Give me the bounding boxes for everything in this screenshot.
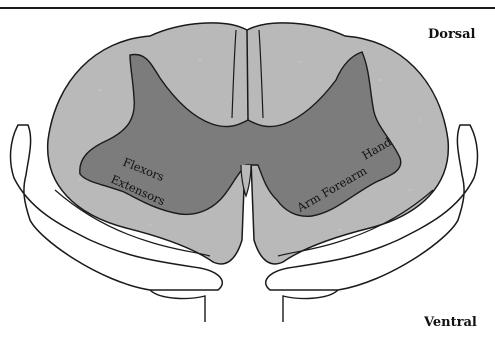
right-lower-stem [283,290,338,322]
dorsal-median-septum [247,30,248,120]
left-lower-stem [150,290,205,322]
ventral-label: Ventral [423,315,477,330]
dorsal-label: Dorsal [428,27,476,42]
